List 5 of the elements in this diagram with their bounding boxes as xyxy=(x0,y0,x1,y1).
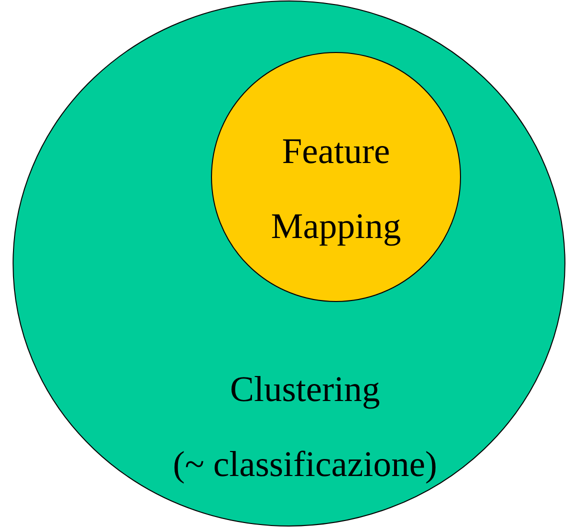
outer-ellipse xyxy=(12,0,566,527)
node-label: (~ classificazione) xyxy=(172,443,438,486)
node-label: Feature Mapping xyxy=(270,130,402,248)
inner-circle xyxy=(211,52,461,302)
node-label: Clustering xyxy=(230,368,380,411)
